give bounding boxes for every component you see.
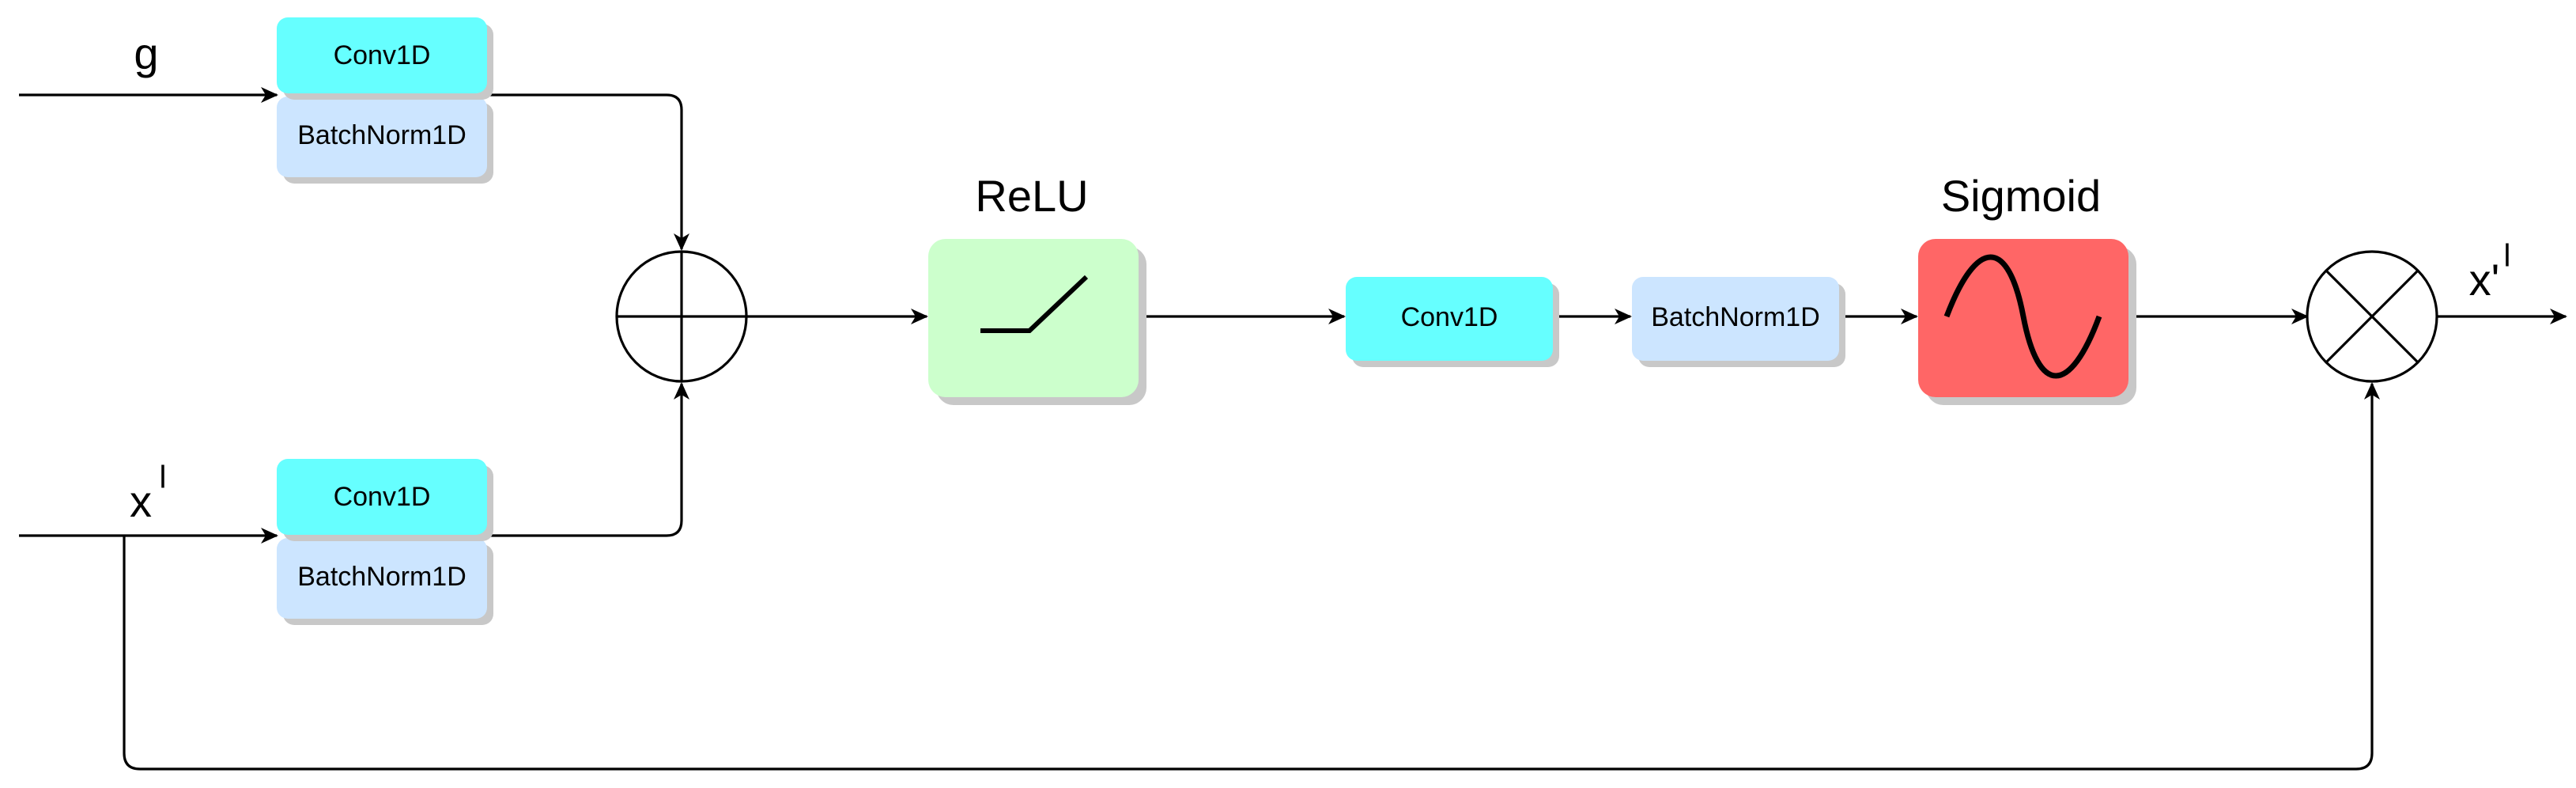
g-batchnorm-box[interactable] (277, 97, 487, 177)
relu-box[interactable] (928, 239, 1139, 397)
output-superscript: l (2504, 239, 2511, 274)
circle-times-icon (2306, 250, 2438, 383)
g-conv-label: Conv1D (334, 40, 431, 70)
x-input-superscript: l (160, 460, 167, 495)
x-batchnorm-label: BatchNorm1D (297, 562, 466, 592)
sigmoid-title: Sigmoid (1941, 171, 2101, 221)
x-batchnorm-box[interactable] (277, 538, 487, 619)
g-conv-box[interactable] (277, 17, 487, 93)
mid-conv-box[interactable] (1346, 277, 1553, 361)
circle-plus-icon (615, 250, 748, 383)
relu-title: ReLU (975, 171, 1088, 221)
x-branch-to-sum-arrow (489, 382, 689, 537)
relu-curve-icon (980, 275, 1089, 333)
sine-wave-icon (1943, 254, 2102, 379)
g-branch-block: Conv1D BatchNorm1D (277, 17, 493, 184)
g-batchnorm-label: BatchNorm1D (297, 120, 466, 150)
skip-connection-arrow (123, 382, 2380, 771)
x-conv-box[interactable] (277, 459, 487, 535)
mid-batchnorm-label: BatchNorm1D (1651, 302, 1820, 332)
g-branch-to-sum-arrow (489, 93, 689, 251)
g-input-label: g (134, 28, 158, 78)
output-label: x' (2469, 255, 2500, 305)
x-conv-label: Conv1D (334, 482, 431, 512)
mid-batchnorm-box[interactable] (1632, 277, 1839, 361)
x-branch-block: Conv1D BatchNorm1D (277, 459, 493, 625)
x-input-label: x (130, 476, 152, 526)
mid-conv-label: Conv1D (1401, 302, 1498, 332)
